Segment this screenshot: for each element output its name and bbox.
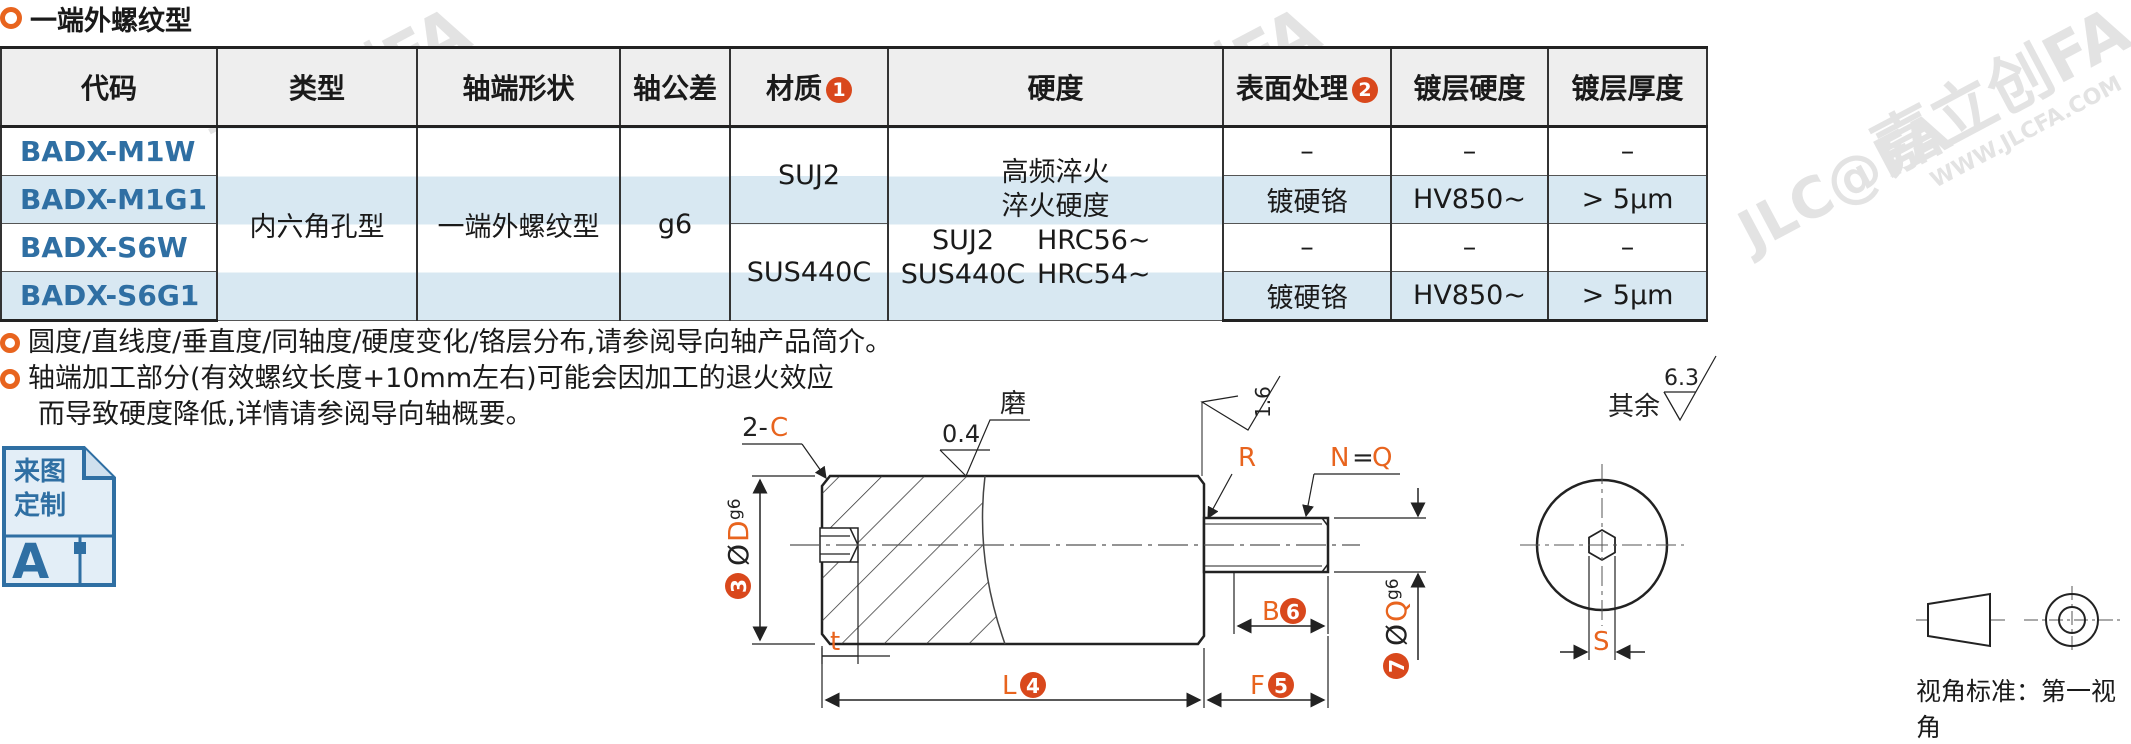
header-shaft-end: 轴端形状: [416, 46, 621, 128]
svg-text:2-: 2-: [742, 413, 768, 443]
svg-text:C: C: [770, 413, 788, 443]
dimension-b: B 6: [1233, 572, 1329, 634]
svg-text:6: 6: [1286, 600, 1300, 624]
svg-text:Ø: Ø: [722, 544, 755, 566]
surface-cell: –: [1222, 223, 1392, 272]
dimension-diameter-d: 3 Ø D g6: [722, 475, 815, 645]
surface-cell: –: [1222, 126, 1392, 176]
chamfer-label: 2- C: [742, 413, 827, 479]
code-cell: BADX-S6W: [0, 223, 218, 272]
header-plate-thickness: 镀层厚度: [1547, 46, 1708, 128]
svg-text:R: R: [1238, 443, 1256, 473]
plate-thickness-cell: > 5μm: [1547, 271, 1708, 322]
svg-text:A: A: [12, 534, 49, 589]
svg-text:Ø: Ø: [1380, 624, 1413, 646]
section-title: 一端外螺纹型: [0, 0, 192, 37]
radius-label: R: [1207, 443, 1256, 520]
code-cell: BADX-S6G1: [0, 271, 218, 322]
dimension-diameter-q: 7 Ø Q g6: [1334, 488, 1426, 679]
svg-text:t: t: [830, 627, 840, 657]
plate-hardness-cell: HV850~: [1390, 271, 1549, 322]
svg-text:1.6: 1.6: [1251, 386, 1275, 418]
code-cell: BADX-M1W: [0, 126, 218, 176]
svg-text:B: B: [1262, 597, 1280, 627]
svg-text:磨: 磨: [1000, 389, 1026, 419]
dimension-l: L 4: [821, 648, 1205, 708]
svg-text:Q: Q: [1380, 600, 1413, 622]
badge-1-icon: 1: [826, 77, 852, 103]
technical-drawing: 3 Ø D g6 2- C 0.4 磨 1.6 R N = Q: [722, 355, 2120, 708]
header-plate-hardness: 镀层硬度: [1390, 46, 1549, 128]
roughness-symbol: 1.6: [1200, 375, 1281, 476]
code-cell: BADX-M1G1: [0, 175, 218, 224]
shaft-end-cell: 一端外螺纹型: [416, 126, 621, 321]
note-item: 圆度/直线度/垂直度/同轴度/硬度变化/铬层分布,请参阅导向轴产品简介。: [0, 325, 892, 361]
svg-text:5: 5: [1274, 674, 1288, 698]
circle-bullet-icon: [0, 7, 22, 29]
plate-thickness-cell: –: [1547, 223, 1708, 272]
header-type: 类型: [216, 46, 418, 128]
surface-cell: 镀硬铬: [1222, 271, 1392, 322]
note-continuation: 而导致硬度降低,详情请参阅导向轴概要。: [38, 399, 533, 430]
header-hardness: 硬度: [887, 46, 1224, 128]
svg-text:L: L: [1002, 671, 1017, 701]
table-row: BADX-M1W 内六角孔型 一端外螺纹型 g6 SUJ2 高频淬火 淬火硬度 …: [0, 126, 1708, 321]
svg-text:=: =: [1352, 443, 1374, 473]
svg-text:S: S: [1593, 627, 1610, 657]
end-view: S: [1520, 464, 1684, 660]
header-tolerance: 轴公差: [619, 46, 731, 128]
notes: 圆度/直线度/垂直度/同轴度/硬度变化/铬层分布,请参阅导向轴产品简介。 轴端加…: [0, 325, 892, 433]
plate-hardness-cell: –: [1390, 126, 1549, 176]
svg-text:7: 7: [1385, 659, 1409, 673]
material-cell: SUJ2: [729, 126, 889, 224]
plate-hardness-cell: HV850~: [1390, 175, 1549, 224]
svg-text:Q: Q: [1372, 443, 1392, 473]
svg-text:来图: 来图: [14, 457, 66, 487]
plate-thickness-cell: –: [1547, 126, 1708, 176]
note-item: 轴端加工部分(有效螺纹长度+10mm左右)可能会因加工的退火效应: [0, 361, 892, 397]
svg-text:6.3: 6.3: [1664, 366, 1699, 391]
material-cell: SUS440C: [729, 223, 889, 321]
grind-symbol: 0.4 磨: [939, 389, 1030, 478]
svg-text:0.4: 0.4: [942, 420, 980, 448]
circle-bullet-icon: [0, 369, 20, 389]
type-cell: 内六角孔型: [216, 126, 418, 321]
plate-thickness-cell: > 5μm: [1547, 175, 1708, 224]
shaft-body: [790, 474, 1360, 646]
header-code: 代码: [0, 46, 218, 128]
badge-2-icon: 2: [1352, 77, 1378, 103]
dimension-f: F 5: [1206, 636, 1329, 708]
svg-text:g6: g6: [1383, 578, 1403, 600]
tolerance-cell: g6: [619, 126, 731, 321]
circle-bullet-icon: [0, 333, 20, 353]
svg-text:定制: 定制: [14, 490, 66, 521]
table-row: BADX-S6W SUS440C – – –: [0, 223, 1708, 321]
svg-text:3: 3: [727, 579, 751, 593]
svg-text:4: 4: [1026, 674, 1040, 698]
svg-text:D: D: [722, 520, 755, 542]
svg-text:其余: 其余: [1608, 392, 1660, 422]
svg-text:F: F: [1250, 671, 1265, 701]
view-standard-label: 视角标准：第一视角: [1916, 677, 2117, 742]
thread-label: N = Q: [1302, 443, 1400, 518]
plate-hardness-cell: –: [1390, 223, 1549, 272]
surface-cell: 镀硬铬: [1222, 175, 1392, 224]
svg-text:g6: g6: [725, 498, 745, 520]
svg-text:N: N: [1330, 443, 1349, 473]
custom-drawing-icon: 来图 定制 A: [2, 446, 116, 589]
first-angle-projection-icon: [1916, 586, 2120, 654]
others-roughness: 其余 6.3: [1608, 355, 1717, 422]
